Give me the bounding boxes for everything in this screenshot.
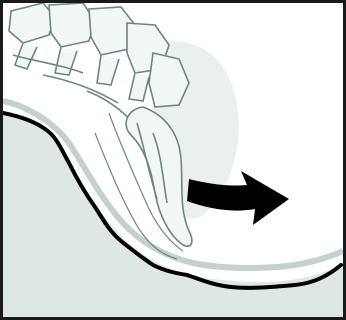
vertebrae	[9, 3, 189, 125]
vertebra-2	[49, 3, 95, 47]
vertebra-1	[9, 3, 55, 43]
spine-illustration	[3, 3, 343, 317]
